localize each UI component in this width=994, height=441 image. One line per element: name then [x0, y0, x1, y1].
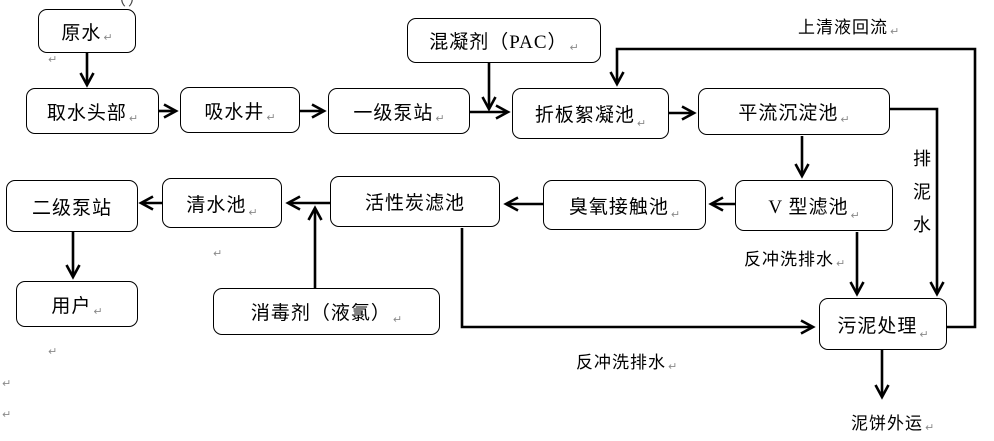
- label-sludge-cake-outbound: 泥饼外运↵: [851, 409, 934, 434]
- node-suction-well: 吸水井↵: [180, 87, 300, 133]
- label-text: 上清液回流: [798, 18, 888, 37]
- node-sludge-treatment: 污泥处理↵: [819, 298, 947, 350]
- node-label: 一级泵站: [353, 102, 434, 124]
- node-ozone-contact-tank: 臭氧接触池↵: [543, 180, 706, 230]
- paragraph-mark: ↵: [103, 31, 113, 44]
- arrow-supernatant-return-loop: [609, 47, 977, 329]
- node-label: 消毒剂（液氯）: [250, 303, 391, 324]
- paragraph-mark: ↵: [569, 41, 579, 54]
- node-label: 平流沉淀池: [738, 103, 839, 124]
- paragraph-mark: ↵: [2, 408, 12, 421]
- paragraph-mark: ↵: [840, 113, 850, 126]
- paragraph-mark: ↵: [890, 25, 900, 38]
- label-supernatant-return: 上清液回流↵: [798, 13, 899, 38]
- label-text: 反冲洗排水: [576, 353, 666, 372]
- node-label: 污泥处理: [837, 315, 918, 337]
- paragraph-mark: ↵: [850, 209, 860, 222]
- node-second-stage-pump-station: 二级泵站: [6, 180, 138, 232]
- node-disinfectant-liquid-chlorine: 消毒剂（液氯）↵: [213, 288, 440, 335]
- paragraph-mark: ↵: [668, 360, 678, 373]
- node-folded-plate-flocculation-tank: 折板絮凝池↵: [512, 88, 669, 139]
- clipped-text-fragment: （）: [110, 0, 147, 9]
- node-first-stage-pump-station: 一级泵站↵: [328, 88, 470, 134]
- paragraph-mark: ↵: [248, 206, 258, 219]
- node-label: 清水池: [186, 194, 247, 216]
- paragraph-mark: ↵: [93, 305, 103, 318]
- paragraph-mark: ↵: [2, 377, 12, 390]
- paragraph-mark: ↵: [836, 257, 846, 270]
- node-label: 吸水井: [204, 101, 265, 123]
- paragraph-mark: ↵: [636, 117, 647, 130]
- node-v-type-filter: V 型滤池↵: [735, 180, 893, 231]
- node-label: 臭氧接触池: [568, 196, 669, 218]
- node-horizontal-flow-sedimentation-tank: 平流沉淀池↵: [698, 88, 890, 135]
- node-raw-water: 原水↵: [38, 9, 136, 53]
- node-label: 混凝剂（PAC）: [429, 32, 568, 53]
- paragraph-mark: ↵: [392, 313, 403, 326]
- paragraph-mark: ↵: [670, 208, 681, 221]
- node-coagulant-pac: 混凝剂（PAC）↵: [407, 18, 601, 63]
- arrow-sedimentation-sludgewater: [890, 107, 945, 297]
- node-activated-carbon-filter: 活性炭滤池: [330, 176, 500, 227]
- label-text: 反冲洗排水: [744, 250, 834, 269]
- node-label: 折板絮凝池: [534, 105, 635, 126]
- node-label: 用户: [51, 295, 92, 317]
- node-clear-water-tank: 清水池↵: [162, 178, 282, 228]
- node-label: 二级泵站: [31, 197, 112, 219]
- label-text: 排泥水: [913, 149, 931, 235]
- label-sludge-drain-water: 排泥水: [912, 143, 932, 242]
- paragraph-mark: ↵: [919, 328, 929, 341]
- node-label: V 型滤池: [768, 197, 849, 218]
- node-label: 取水头部: [46, 102, 127, 124]
- label-backwash-drain-2: 反冲洗排水↵: [576, 348, 677, 373]
- node-label: 原水: [61, 22, 102, 44]
- node-label: 活性炭滤池: [364, 193, 465, 214]
- node-intake-head: 取水头部↵: [26, 88, 159, 134]
- arrow-carbon-backwash-to-sludge: [460, 228, 816, 335]
- paragraph-mark: ↵: [435, 112, 445, 125]
- paragraph-mark: ↵: [925, 421, 935, 434]
- paragraph-mark: ↵: [213, 247, 223, 260]
- label-text: 泥饼外运: [851, 414, 923, 433]
- paragraph-mark: ↵: [48, 53, 58, 66]
- node-users: 用户↵: [16, 281, 138, 327]
- paragraph-mark: ↵: [128, 112, 139, 125]
- label-backwash-drain-1: 反冲洗排水↵: [744, 245, 845, 270]
- paragraph-mark: ↵: [48, 345, 58, 358]
- paragraph-mark: ↵: [266, 111, 276, 124]
